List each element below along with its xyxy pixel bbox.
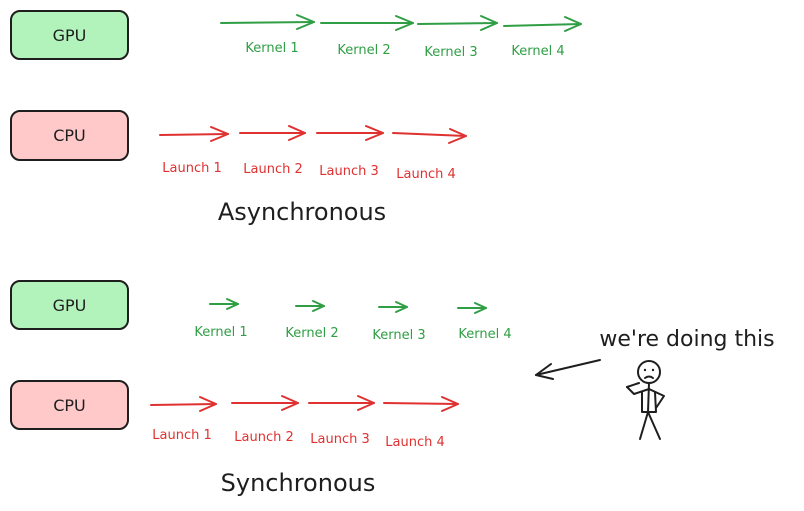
async-launch-label-4: Launch 4 [396, 167, 455, 182]
sync-kernel-label-3: Kernel 3 [372, 328, 425, 343]
sync-launch-arrow-4 [383, 396, 459, 412]
sync-launch-label-1: Launch 1 [152, 428, 211, 443]
sync-title: Synchronous [221, 469, 376, 497]
async-kernel-label-3: Kernel 3 [424, 45, 477, 60]
sync-kernel-label-1: Kernel 1 [194, 325, 247, 340]
async-launch-arrow-1 [159, 126, 229, 142]
sync-kernel-arrow-3 [378, 301, 408, 313]
async-kernel-label-1: Kernel 1 [245, 41, 298, 56]
async-gpu-label: GPU [53, 26, 87, 45]
async-cpu-arrows [159, 125, 467, 144]
sync-launch-arrow-2 [231, 395, 299, 411]
async-kernel-arrow-1 [220, 14, 315, 30]
async-gpu-arrows [220, 14, 582, 32]
sync-cpu-arrows [150, 395, 459, 412]
annotation-text: we're doing this [599, 327, 774, 352]
sync-kernel-label-2: Kernel 2 [285, 326, 338, 341]
async-launch-arrow-4 [392, 128, 467, 144]
async-launch-arrow-2 [239, 125, 306, 141]
sync-launch-label-2: Launch 2 [234, 430, 293, 445]
sync-launch-label-3: Launch 3 [310, 432, 369, 447]
async-section: GPU Kernel 1 Kernel 2 Kernel 3 Kernel 4 … [10, 10, 582, 226]
async-title: Asynchronous [218, 198, 386, 226]
annotation-pointer-arrow [535, 359, 601, 380]
async-kernel-arrow-3 [417, 15, 498, 31]
sync-gpu-arrows [209, 298, 487, 314]
sync-gpu-box: GPU [10, 280, 129, 330]
sync-section: GPU Kernel 1 Kernel 2 Kernel 3 Kernel 4 … [10, 280, 512, 497]
async-launch-label-2: Launch 2 [243, 162, 302, 177]
stick-figure-icon [626, 360, 665, 440]
sync-kernel-arrow-2 [295, 300, 325, 312]
async-kernel-arrow-4 [503, 16, 582, 32]
async-kernel-label-4: Kernel 4 [511, 44, 564, 59]
sync-kernel-arrow-4 [457, 302, 487, 314]
async-cpu-label: CPU [53, 126, 86, 145]
async-kernel-label-2: Kernel 2 [337, 43, 390, 58]
sync-kernel-label-4: Kernel 4 [458, 327, 511, 342]
sync-launch-arrow-1 [150, 396, 217, 412]
sync-kernel-arrow-1 [209, 298, 239, 310]
async-gpu-box: GPU [10, 10, 129, 60]
async-launch-label-3: Launch 3 [319, 164, 378, 179]
async-launch-label-1: Launch 1 [162, 161, 221, 176]
async-launch-arrow-3 [316, 125, 384, 141]
sync-launch-label-4: Launch 4 [385, 435, 444, 450]
annotation: we're doing this [535, 327, 775, 440]
sync-gpu-label: GPU [53, 296, 87, 315]
sync-cpu-box: CPU [10, 380, 129, 430]
async-kernel-arrow-2 [320, 15, 414, 31]
async-cpu-box: CPU [10, 110, 129, 161]
sync-launch-arrow-3 [308, 395, 375, 411]
sync-cpu-label: CPU [53, 396, 86, 415]
